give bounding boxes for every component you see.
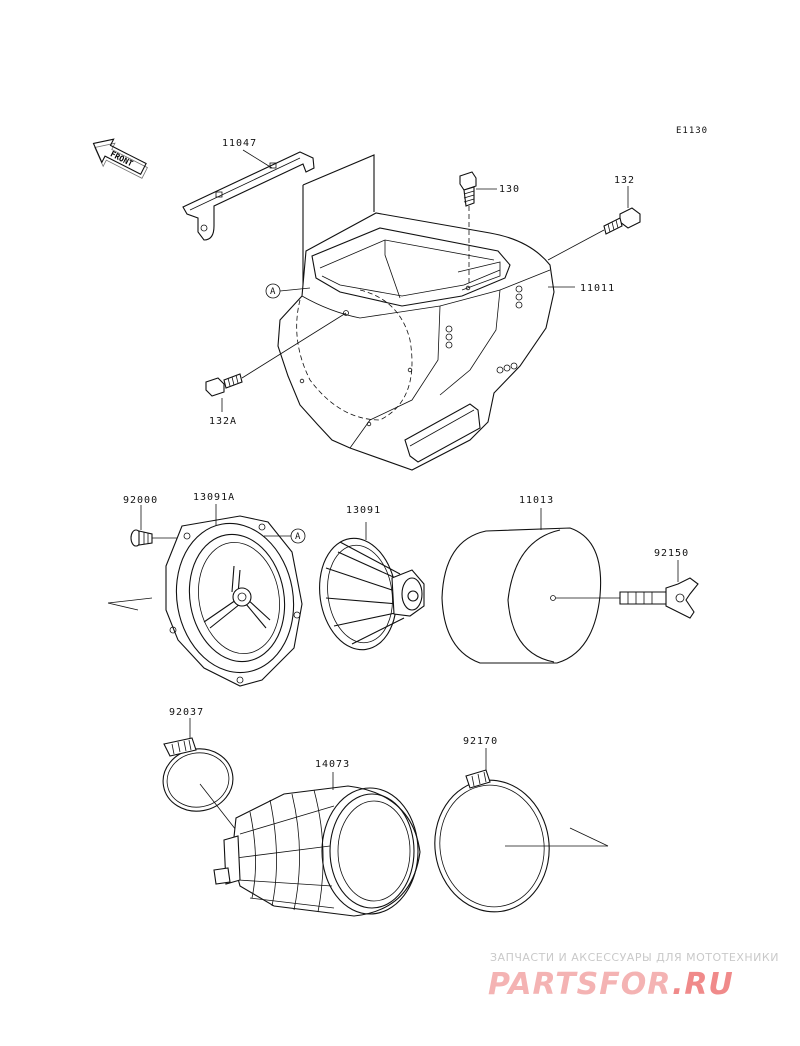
clamp-large-92170-part xyxy=(434,748,550,913)
part-label-clamp-small: 92037 xyxy=(169,707,204,718)
part-label-bracket: 11047 xyxy=(222,138,257,149)
bolt-132a-part xyxy=(205,312,347,412)
part-label-bolt-left: 132A xyxy=(209,416,237,427)
part-label-filter: 11013 xyxy=(519,495,554,506)
watermark-tagline: ЗАПЧАСТИ И АКСЕССУАРЫ ДЛЯ МОТОТЕХНИКИ xyxy=(490,951,779,964)
filter-11013-part xyxy=(441,508,602,664)
air-box-part xyxy=(277,212,555,471)
screw-92000-part xyxy=(130,505,184,547)
cage-13091-part xyxy=(319,522,425,651)
part-label-wing-bolt: 92150 xyxy=(654,548,689,559)
duct-14073-part xyxy=(213,772,421,917)
reference-line-right xyxy=(569,827,609,847)
diagram-code: E1130 xyxy=(676,126,708,136)
filter-sheet-part xyxy=(302,154,375,285)
watermark-logo-suffix: .RU xyxy=(672,967,734,1002)
part-label-screw: 92000 xyxy=(123,495,158,506)
bolt-132-part xyxy=(547,186,641,261)
part-label-air-box: 11011 xyxy=(580,283,615,294)
part-label-bolt-right: 132 xyxy=(614,175,635,186)
part-label-duct: 14073 xyxy=(315,759,350,770)
callout-a-top: A xyxy=(265,283,311,299)
air-box-holes xyxy=(299,285,523,427)
wing-bolt-92150-part xyxy=(556,560,699,619)
front-arrow-icon: FRONT xyxy=(92,138,148,179)
holder-13091a-part xyxy=(165,504,303,687)
watermark: ЗАПЧАСТИ И АКСЕССУАРЫ ДЛЯ МОТОТЕХНИКИ PA… xyxy=(488,951,779,1002)
clamp-small-92037-part xyxy=(162,718,237,831)
svg-text:A: A xyxy=(270,287,276,297)
reference-line-left xyxy=(107,597,153,604)
watermark-logo: PARTSFOR.RU xyxy=(488,967,734,1002)
part-label-holder: 13091A xyxy=(193,492,235,503)
part-label-bolt-top: 130 xyxy=(499,184,520,195)
bolt-130-part xyxy=(459,171,497,285)
part-label-cage: 13091 xyxy=(346,505,381,516)
callout-a-holder: A xyxy=(264,528,306,544)
watermark-logo-main: PARTSFOR xyxy=(488,967,672,1002)
part-label-clamp-large: 92170 xyxy=(463,736,498,747)
reference-line-left-2 xyxy=(107,602,139,611)
svg-text:A: A xyxy=(295,532,301,542)
bracket-part xyxy=(182,149,315,241)
